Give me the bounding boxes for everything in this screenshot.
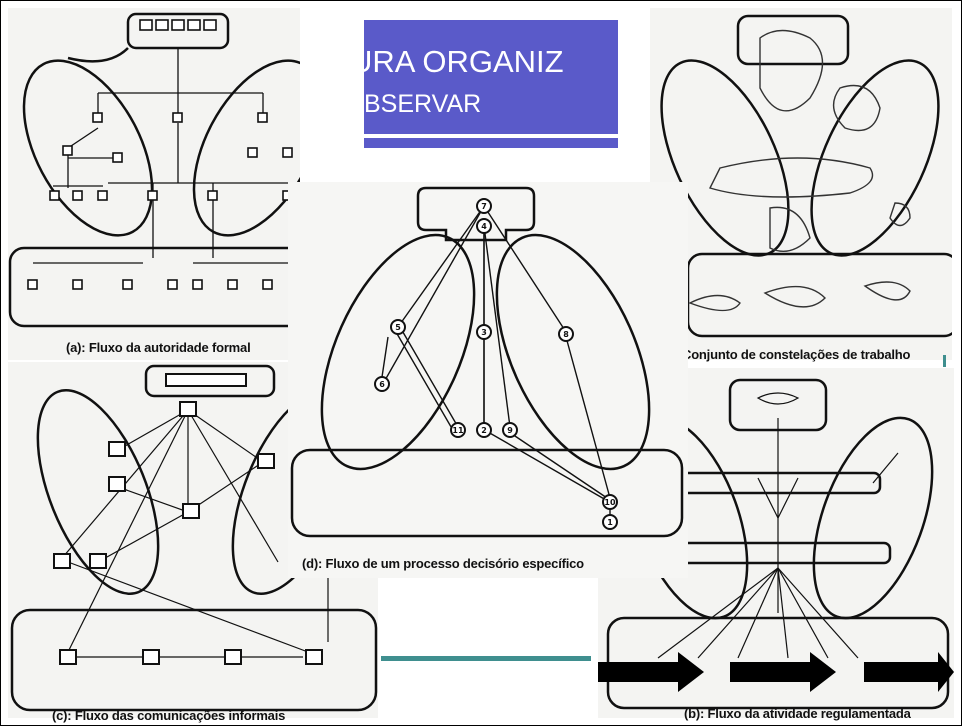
node-1: 1 (607, 518, 613, 527)
caption-decision-process: (d): Fluxo de um processo decisório espe… (302, 556, 584, 571)
panel-decision-process: 7 4 5 3 8 6 11 2 9 10 1 (d): Fluxo de um… (288, 182, 688, 578)
formal-authority-diagram (8, 8, 300, 360)
node-6: 6 (379, 380, 385, 389)
node-2: 2 (481, 426, 487, 435)
node-11: 11 (452, 426, 464, 435)
caption-formal-authority: (a): Fluxo da autoridade formal (66, 340, 250, 355)
panel-work-constellations (650, 8, 952, 360)
caption-regulated-activity: (b): Fluxo da atividade regulamentada (684, 706, 911, 721)
work-constellations-diagram (650, 8, 952, 360)
title-underline (364, 134, 618, 138)
accent-tick (943, 355, 946, 367)
node-7: 7 (481, 202, 487, 211)
slide-title-line1: URA ORGANIZ (364, 44, 564, 80)
decision-process-diagram: 7 4 5 3 8 6 11 2 9 10 1 (288, 182, 688, 578)
caption-informal-communications: (c): Fluxo das comunicações informais (52, 708, 285, 723)
node-4: 4 (481, 222, 487, 231)
node-5: 5 (395, 323, 401, 332)
slide-title-line2: BSERVAR (364, 90, 481, 119)
connector-line (381, 656, 591, 661)
node-8: 8 (563, 330, 569, 339)
slide-title-box: URA ORGANIZ BSERVAR (364, 20, 618, 148)
caption-work-constellations: Conjunto de constelações de trabalho (682, 347, 910, 362)
node-9: 9 (507, 426, 513, 435)
panel-formal-authority (8, 8, 300, 360)
node-10: 10 (604, 498, 616, 507)
node-3: 3 (481, 328, 487, 337)
